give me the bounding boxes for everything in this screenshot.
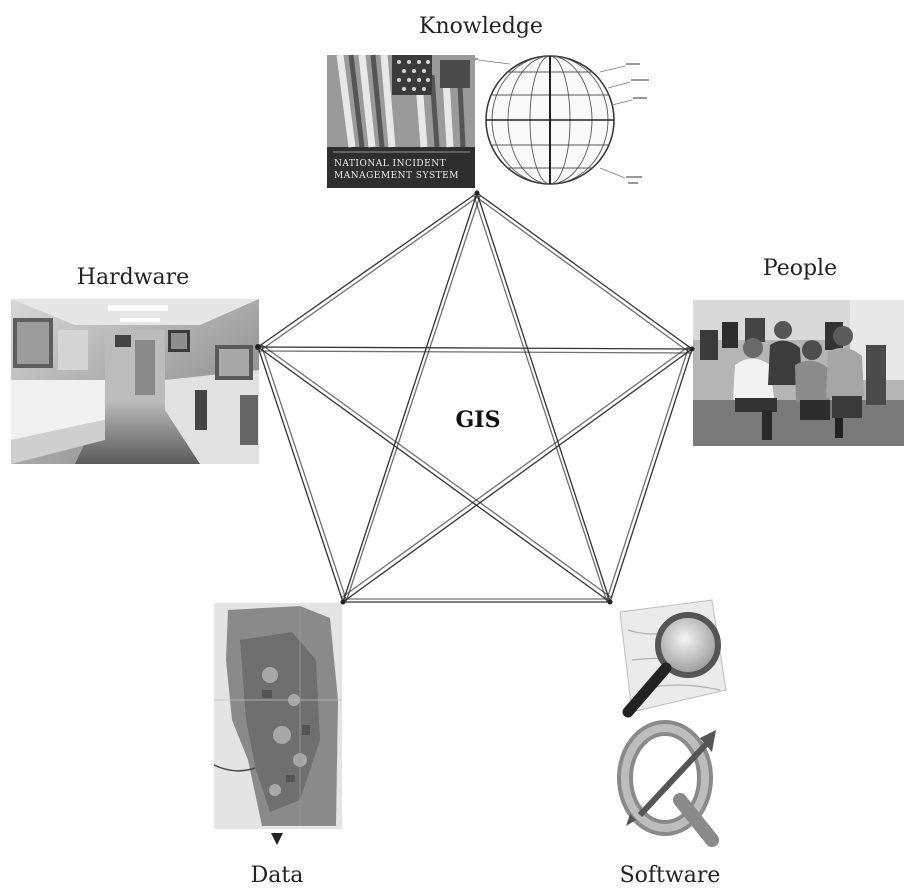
magnifier-map-icon [619,599,727,718]
software-image [617,599,727,847]
hardware-image [11,299,259,464]
vertex-markers [255,190,695,605]
people-image [693,300,904,446]
knowledge-label: Knowledge [419,14,543,39]
qgis-logo-icon [617,720,719,847]
hardware-label: Hardware [77,265,189,290]
nims-caption-line2: MANAGEMENT SYSTEM [334,171,459,181]
data-label: Data [251,863,304,888]
pentagon-edges [257,192,693,603]
knowledge-image: NATIONAL INCIDENT MANAGEMENT SYSTEM [327,54,649,188]
software-label: Software [620,863,721,888]
gis-center-label: GIS [456,407,501,433]
globe-image [470,55,649,185]
people-label: People [763,256,837,281]
nims-booklet-image: NATIONAL INCIDENT MANAGEMENT SYSTEM [327,54,475,188]
nims-caption-line1: NATIONAL INCIDENT [334,159,446,169]
data-map-image [213,603,342,845]
